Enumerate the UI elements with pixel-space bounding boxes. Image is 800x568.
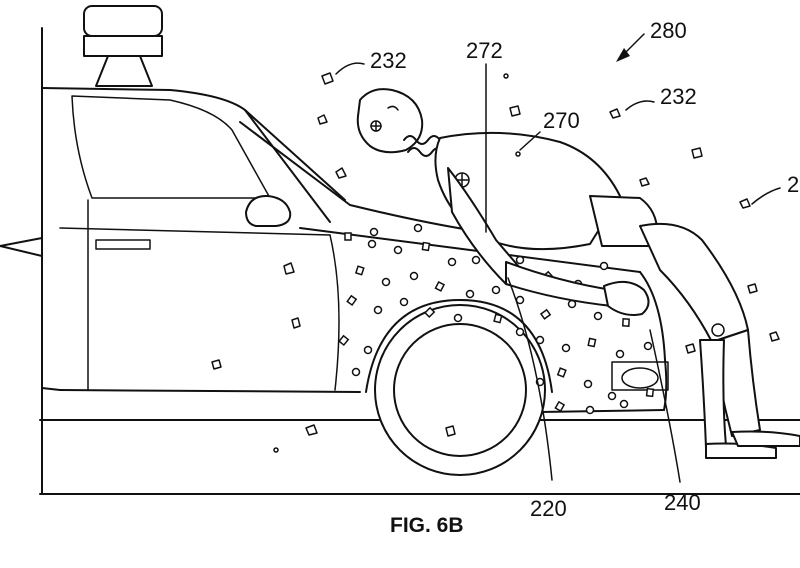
- roof-sensor: [83, 5, 163, 87]
- adhesive-dot: [585, 405, 595, 415]
- vehicle-rear-edge: [0, 27, 43, 495]
- label-232-left: 232: [370, 48, 407, 73]
- reference-labels: 280 232 272 232 270 2 220 240 FIG. 6B: [370, 18, 799, 537]
- adhesive-dot: [369, 227, 379, 237]
- adhesive-dot: [413, 223, 423, 233]
- adhesive-dot: [619, 399, 629, 409]
- adhesive-dot: [399, 297, 409, 307]
- label-272: 272: [466, 38, 503, 63]
- adhesive-dot: [491, 285, 501, 295]
- adhesive-dot: [587, 337, 597, 348]
- adhesive-dot: [607, 391, 617, 401]
- adhesive-dot: [535, 335, 545, 345]
- adhesive-dot: [515, 327, 525, 337]
- adhesive-dot: [373, 305, 383, 315]
- adhesive-dot: [434, 280, 446, 292]
- adhesive-dot: [354, 265, 365, 276]
- label-270: 270: [543, 108, 580, 133]
- adhesive-dot: [599, 261, 609, 271]
- label-edge: 2: [787, 172, 799, 197]
- adhesive-dot: [493, 313, 503, 324]
- label-280: 280: [650, 18, 687, 43]
- adhesive-dot: [367, 239, 377, 249]
- adhesive-dot: [409, 271, 419, 281]
- label-232-right: 232: [660, 84, 697, 109]
- adhesive-dot: [622, 318, 630, 327]
- adhesive-dot: [593, 311, 603, 321]
- label-220: 220: [530, 496, 567, 521]
- adhesive-dot: [393, 245, 403, 255]
- adhesive-dot: [471, 255, 481, 265]
- adhesive-dot: [381, 277, 391, 287]
- adhesive-dot: [561, 343, 571, 353]
- adhesive-dot: [539, 308, 552, 320]
- leader-lines: [335, 33, 781, 483]
- adhesive-dot: [338, 334, 350, 347]
- adhesive-dot: [615, 349, 625, 359]
- adhesive-dot: [423, 306, 436, 319]
- adhesive-dot: [351, 367, 361, 377]
- adhesive-flakes: [211, 72, 780, 453]
- adhesive-dot: [554, 400, 566, 412]
- adhesive-dot: [447, 257, 457, 267]
- vehicle-body: [41, 87, 669, 413]
- adhesive-dot: [515, 255, 525, 265]
- pedestrian: [356, 88, 800, 459]
- adhesive-dot: [645, 387, 655, 398]
- adhesive-dot: [643, 341, 653, 351]
- adhesive-dot: [344, 232, 352, 241]
- label-240: 240: [664, 490, 701, 515]
- adhesive-dot: [421, 241, 431, 252]
- adhesive-dot: [363, 345, 373, 355]
- adhesive-dot: [453, 313, 463, 323]
- adhesive-dot: [583, 379, 593, 389]
- adhesive-dot: [556, 367, 567, 378]
- adhesive-dot: [465, 289, 475, 299]
- adhesive-dot: [346, 294, 358, 307]
- front-wheel: [365, 299, 553, 476]
- figure-caption: FIG. 6B: [390, 514, 464, 537]
